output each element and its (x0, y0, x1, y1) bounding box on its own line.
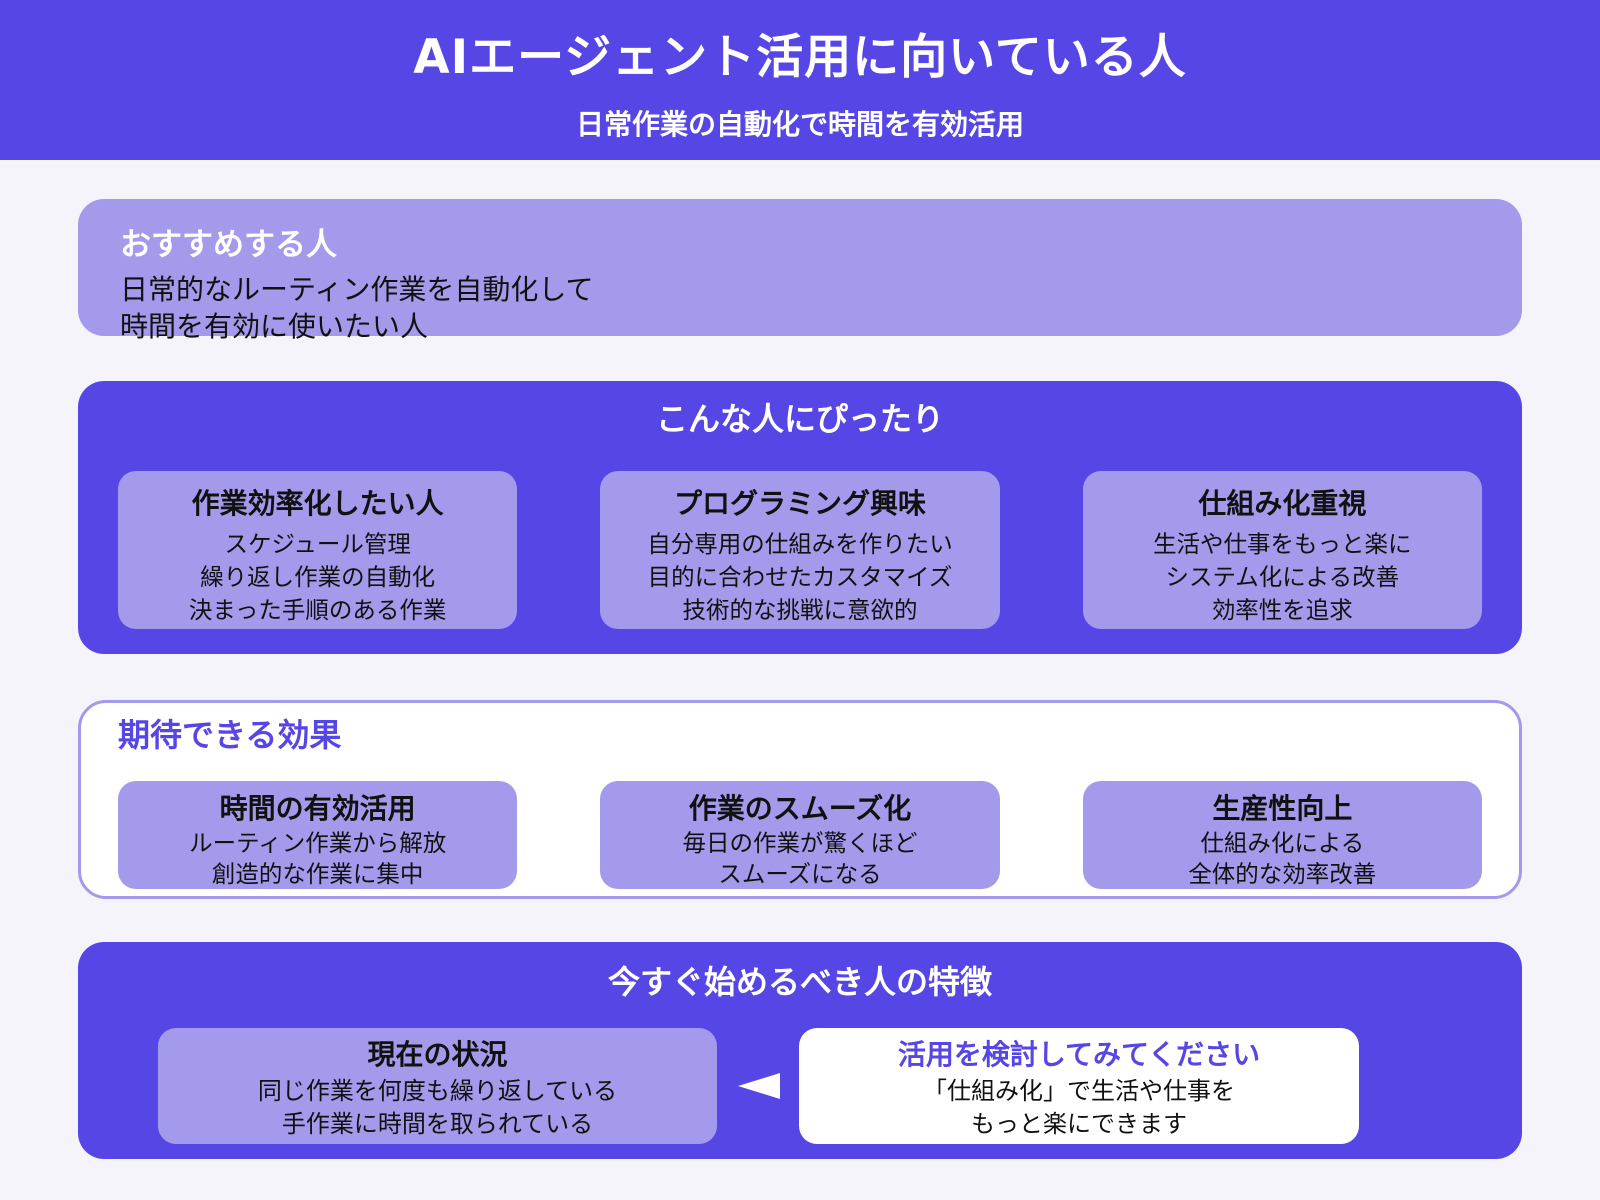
current-situation-line: 手作業に時間を取られている (281, 1109, 594, 1138)
page-title: AIエージェント活用に向いている人 (413, 29, 1187, 85)
fit-card-systemize: 仕組み化重視 生活や仕事をもっと楽に システム化による改善 効率性を追求 (1082, 471, 1482, 629)
fit-card-line: 効率性を追求 (1211, 596, 1353, 625)
effects-card-productivity: 生産性向上 仕組み化による 全体的な効率改善 (1082, 781, 1482, 889)
effects-card-smooth: 作業のスムーズ化 毎日の作業が驚くほど スムーズになる (600, 781, 1000, 889)
fit-card-line: システム化による改善 (1165, 562, 1400, 591)
effects-card-title: 生産性向上 (1212, 792, 1353, 825)
arrow-left-icon (738, 1073, 780, 1099)
effects-card-line: 毎日の作業が驚くほど (682, 828, 918, 857)
fit-card-title: 作業効率化したい人 (191, 487, 444, 520)
fit-heading: こんな人にぴったり (655, 400, 944, 438)
cta-line: 「仕組み化」で生活や仕事を (923, 1076, 1235, 1105)
effects-card-line: ルーティン作業から解放 (189, 828, 447, 857)
section-recommend: おすすめする人 日常的なルーティン作業を自動化して 時間を有効に使いたい人 (78, 199, 1522, 343)
fit-card-line: 技術的な挑戦に意欲的 (682, 596, 918, 625)
fit-card-line: 繰り返し作業の自動化 (200, 562, 436, 591)
recommend-title: おすすめする人 (120, 227, 337, 263)
section-effects: 期待できる効果 時間の有効活用 ルーティン作業から解放 創造的な作業に集中 作業… (78, 700, 1522, 899)
header-banner: AIエージェント活用に向いている人 日常作業の自動化で時間を有効活用 (0, 0, 1600, 160)
effects-card-title: 時間の有効活用 (219, 792, 416, 825)
fit-card-programming: プログラミング興味 自分専用の仕組みを作りたい 目的に合わせたカスタマイズ 技術… (600, 471, 1000, 629)
effects-card-line: 仕組み化による (1200, 828, 1365, 857)
effects-card-line: 全体的な効率改善 (1188, 859, 1377, 888)
effects-cards-row: 時間の有効活用 ルーティン作業から解放 創造的な作業に集中 作業のスムーズ化 毎… (118, 781, 1482, 889)
fit-card-line: 決まった手順のある作業 (188, 596, 447, 625)
fit-card-line: 生活や仕事をもっと楽に (1153, 529, 1412, 558)
cta-line: もっと楽にできます (971, 1109, 1187, 1138)
effects-card-line: スムーズになる (718, 859, 882, 888)
cta-title: 活用を検討してみてください (897, 1038, 1261, 1071)
fit-cards-row: 作業効率化したい人 スケジュール管理 繰り返し作業の自動化 決まった手順のある作… (118, 471, 1482, 629)
effects-heading: 期待できる効果 (118, 716, 342, 754)
start-row: 現在の状況 同じ作業を何度も繰り返している 手作業に時間を取られている 活用を検… (158, 1028, 1522, 1144)
fit-card-line: 目的に合わせたカスタマイズ (647, 562, 953, 591)
fit-card-line: スケジュール管理 (224, 529, 411, 558)
fit-card-efficiency: 作業効率化したい人 スケジュール管理 繰り返し作業の自動化 決まった手順のある作… (118, 471, 518, 629)
start-heading: 今すぐ始めるべき人の特徴 (607, 963, 992, 1001)
current-situation-line: 同じ作業を何度も繰り返している (257, 1076, 618, 1105)
fit-card-line: 自分専用の仕組みを作りたい (647, 529, 953, 558)
fit-card-title: 仕組み化重視 (1198, 487, 1367, 520)
section-start-now: 今すぐ始めるべき人の特徴 現在の状況 同じ作業を何度も繰り返している 手作業に時… (78, 942, 1522, 1159)
section-fit: こんな人にぴったり 作業効率化したい人 スケジュール管理 繰り返し作業の自動化 … (78, 381, 1522, 654)
cta-card: 活用を検討してみてください 「仕組み化」で生活や仕事を もっと楽にできます (799, 1028, 1359, 1144)
effects-card-title: 作業のスムーズ化 (688, 792, 912, 825)
effects-card-line: 創造的な作業に集中 (211, 859, 424, 888)
current-situation-title: 現在の状況 (367, 1038, 508, 1071)
recommend-line-2: 時間を有効に使いたい人 (120, 309, 429, 343)
current-situation-card: 現在の状況 同じ作業を何度も繰り返している 手作業に時間を取られている (158, 1028, 717, 1144)
recommend-line-1: 日常的なルーティン作業を自動化して (120, 273, 594, 306)
page-subtitle: 日常作業の自動化で時間を有効活用 (575, 107, 1024, 141)
fit-card-title: プログラミング興味 (673, 487, 926, 520)
effects-card-time: 時間の有効活用 ルーティン作業から解放 創造的な作業に集中 (118, 781, 518, 889)
